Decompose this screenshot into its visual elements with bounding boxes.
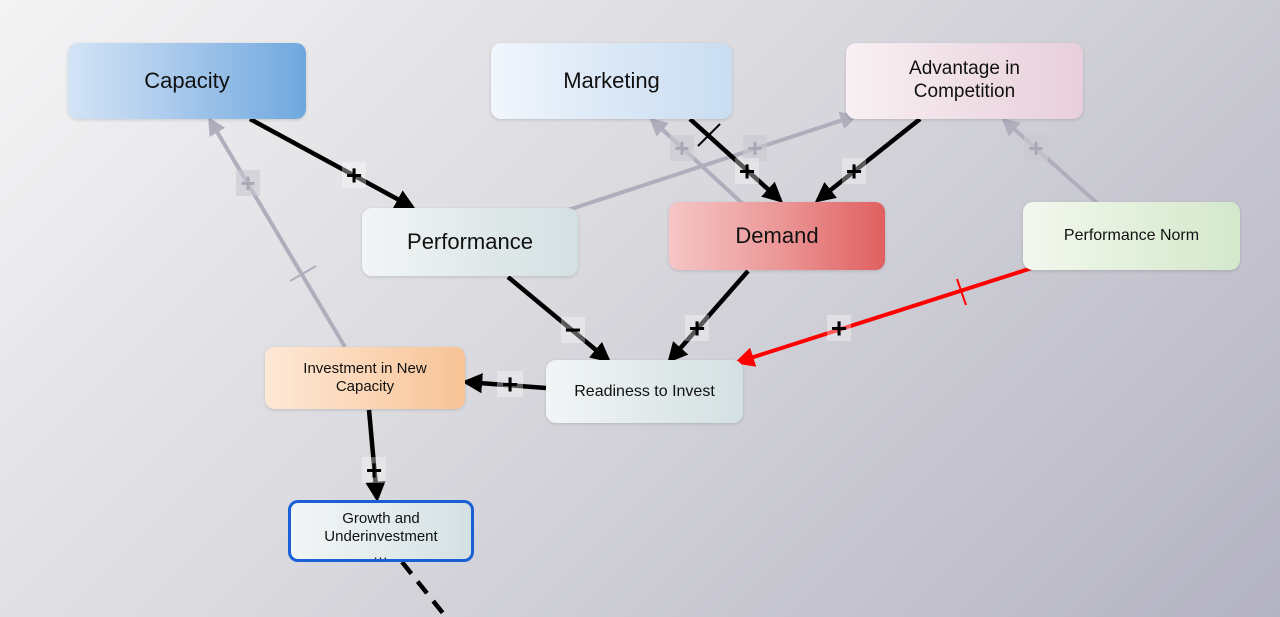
- polarity-sign: +: [346, 160, 362, 191]
- node-marketing[interactable]: Marketing: [491, 43, 732, 119]
- polarity-sign: +: [366, 455, 382, 486]
- node-label: Readiness to Invest: [574, 382, 715, 400]
- link-demand-to-readiness[interactable]: [667, 269, 750, 364]
- link-norm-to-readiness[interactable]: [734, 266, 1033, 367]
- node-label: Growth and Underinvestment: [324, 510, 438, 545]
- polarity-sign: +: [846, 156, 862, 187]
- polarity-sign: −: [565, 315, 581, 346]
- link-marketing-to-demand[interactable]: [688, 117, 784, 203]
- node-label: Marketing: [563, 67, 660, 93]
- polarity-sign: +: [240, 168, 255, 198]
- delay-mark: [697, 123, 721, 147]
- node-performance[interactable]: Performance: [362, 208, 578, 276]
- faded-links: [208, 111, 1099, 349]
- polarity-sign: +: [747, 133, 762, 163]
- node-readiness-to-invest[interactable]: Readiness to Invest: [546, 360, 743, 423]
- polarity-sign: +: [739, 156, 755, 187]
- node-label: Performance: [407, 228, 533, 254]
- node-advantage-in-competition[interactable]: Advantage in Competition: [846, 43, 1083, 119]
- node-capacity[interactable]: Capacity: [68, 43, 306, 119]
- link-norm-to-advantage[interactable]: [1001, 117, 1099, 205]
- link-capacity-to-performance[interactable]: [248, 117, 416, 209]
- link-performance-to-advantage[interactable]: [567, 111, 859, 212]
- link-advantage-to-demand[interactable]: [814, 117, 922, 203]
- link-performance-to-readiness[interactable]: [506, 275, 612, 363]
- node-performance-norm[interactable]: Performance Norm: [1023, 202, 1240, 270]
- link-investment-to-growth[interactable]: [365, 409, 386, 503]
- highlighted-links: [734, 266, 1033, 367]
- polarity-sign: +: [831, 313, 847, 344]
- node-label: Performance Norm: [1063, 227, 1200, 245]
- node-label: Advantage in Competition: [909, 58, 1020, 102]
- link-investment-to-capacity[interactable]: [208, 116, 347, 349]
- node-growth-and-underinvestment[interactable]: Growth and Underinvestment ...: [288, 500, 474, 562]
- active-links: [248, 117, 922, 617]
- node-label: Demand: [735, 222, 819, 248]
- delay-mark: [289, 265, 317, 282]
- polarity-sign: +: [502, 369, 518, 400]
- polarity-sign: +: [689, 313, 705, 344]
- more-indicator: ...: [373, 546, 389, 562]
- link-demand-to-marketing[interactable]: [649, 117, 745, 206]
- link-readiness-to-investment[interactable]: [461, 373, 547, 394]
- polarity-sign: +: [674, 133, 689, 163]
- node-investment-in-new-capacity[interactable]: Investment in New Capacity: [265, 347, 465, 409]
- node-demand[interactable]: Demand: [669, 202, 885, 270]
- node-label: Capacity: [144, 67, 230, 93]
- polarity-sign: +: [1028, 133, 1043, 163]
- node-label: Investment in New Capacity: [303, 360, 427, 395]
- delay-mark: [956, 278, 967, 306]
- link-growth-outgoing[interactable]: [400, 560, 448, 617]
